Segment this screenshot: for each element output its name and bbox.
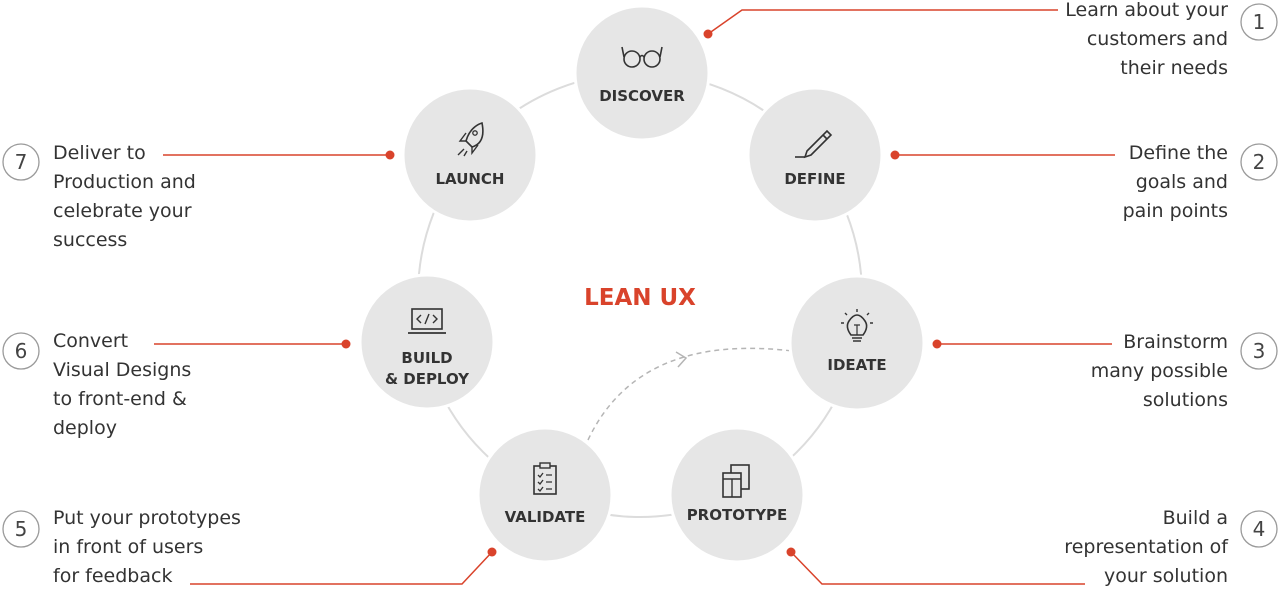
step-number-circle bbox=[1240, 332, 1278, 370]
connector-dot bbox=[487, 547, 497, 557]
iteration-arrow-head bbox=[675, 351, 688, 368]
step-number: 3 bbox=[1253, 339, 1266, 363]
stage-circle bbox=[746, 86, 884, 224]
description-line: Learn about your bbox=[1065, 0, 1228, 21]
stage-label: DISCOVER bbox=[599, 87, 685, 105]
description-line: to front-end & bbox=[53, 388, 187, 410]
description-line: solutions bbox=[1142, 389, 1228, 411]
description-line: Production and bbox=[53, 171, 196, 193]
stage-description: Deliver to Production and celebrate your su… bbox=[53, 139, 196, 255]
stage-circle bbox=[401, 86, 539, 224]
connector-line bbox=[790, 551, 1085, 585]
description-line: Define the bbox=[1128, 142, 1228, 164]
stage-description: Brainstorm many possible solutions bbox=[1091, 328, 1228, 415]
stage-label: VALIDATE bbox=[505, 508, 586, 526]
step-number-circle bbox=[1240, 510, 1278, 548]
step-number: 1 bbox=[1253, 10, 1266, 34]
description-line: celebrate your bbox=[53, 200, 192, 222]
stage-ideate: IDEATE 3 bbox=[788, 274, 1278, 412]
description-line: representation of bbox=[1064, 536, 1228, 558]
stage-circle bbox=[358, 273, 496, 411]
center-title: LEAN UX bbox=[584, 285, 696, 311]
description-line: success bbox=[53, 229, 128, 251]
stage-prototype: PROTOTYPE 4 bbox=[668, 426, 1278, 585]
connector-dot bbox=[385, 150, 395, 160]
connector-dot bbox=[786, 547, 796, 557]
pencil-icon bbox=[795, 129, 833, 159]
lightbulb-icon bbox=[841, 309, 873, 342]
description-line: for feedback bbox=[53, 565, 173, 587]
step-number-circle bbox=[1240, 3, 1278, 41]
stage-description: Learn about your customers and their needs bbox=[1065, 0, 1228, 83]
step-number-circle bbox=[1240, 143, 1278, 181]
description-line: their needs bbox=[1120, 57, 1228, 79]
stage-circle bbox=[573, 4, 711, 142]
code-screen-icon bbox=[408, 308, 446, 334]
step-number: 4 bbox=[1253, 517, 1266, 541]
step-number: 2 bbox=[1253, 150, 1266, 174]
step-number-circle bbox=[2, 510, 40, 548]
step-number: 6 bbox=[15, 339, 28, 363]
description-line: goals and bbox=[1135, 171, 1228, 193]
stage-validate: VALIDATE 5 bbox=[2, 426, 614, 585]
step-number-circle bbox=[2, 332, 40, 370]
description-line: Put your prototypes bbox=[53, 507, 241, 529]
stage-label: IDEATE bbox=[827, 356, 886, 374]
stage-label: DEFINE bbox=[784, 170, 845, 188]
description-line: Build a bbox=[1162, 507, 1228, 529]
description-line: Deliver to bbox=[53, 142, 146, 164]
iteration-arrow-path bbox=[587, 347, 801, 441]
layers-icon bbox=[722, 464, 750, 498]
description-line: Brainstorm bbox=[1123, 331, 1228, 353]
stage-discover: DISCOVER 1 bbox=[573, 3, 1278, 142]
description-line: customers and bbox=[1086, 28, 1228, 50]
stage-description: Put your prototypes in front of users for … bbox=[53, 504, 241, 591]
connector-dot bbox=[703, 29, 713, 39]
stage-description: Define the goals and pain points bbox=[1123, 139, 1228, 226]
connector-dot bbox=[890, 150, 900, 160]
connector-dot bbox=[932, 339, 942, 349]
stage-circle bbox=[476, 426, 614, 564]
description-line: Convert bbox=[53, 330, 129, 352]
stage-description: Build a representation of your solution bbox=[1064, 504, 1228, 591]
step-number-circle bbox=[2, 143, 40, 181]
description-line: in front of users bbox=[53, 536, 204, 558]
description-line: deploy bbox=[53, 417, 117, 439]
description-line: your solution bbox=[1103, 565, 1228, 587]
clipboard-icon bbox=[533, 462, 557, 495]
step-number: 5 bbox=[15, 517, 28, 541]
description-line: many possible bbox=[1090, 360, 1228, 382]
stage-build-deploy: BUILD & DEPLOY 6 bbox=[2, 273, 496, 411]
step-number: 7 bbox=[15, 150, 28, 174]
stage-label: PROTOTYPE bbox=[687, 506, 788, 524]
stage-label: BUILD bbox=[401, 349, 452, 367]
connector-line bbox=[707, 9, 1058, 35]
glasses-icon bbox=[621, 46, 663, 68]
stage-label: & DEPLOY bbox=[385, 370, 470, 388]
stage-define: DEFINE 2 bbox=[746, 86, 1278, 224]
rocket-icon bbox=[457, 121, 484, 157]
stage-circle bbox=[788, 274, 926, 412]
stage-label: LAUNCH bbox=[435, 170, 504, 188]
description-line: Visual Designs bbox=[53, 359, 192, 381]
connector-dot bbox=[341, 339, 351, 349]
description-line: pain points bbox=[1122, 200, 1228, 222]
stage-launch: LAUNCH 7 bbox=[2, 86, 539, 224]
connector-line bbox=[190, 551, 493, 585]
